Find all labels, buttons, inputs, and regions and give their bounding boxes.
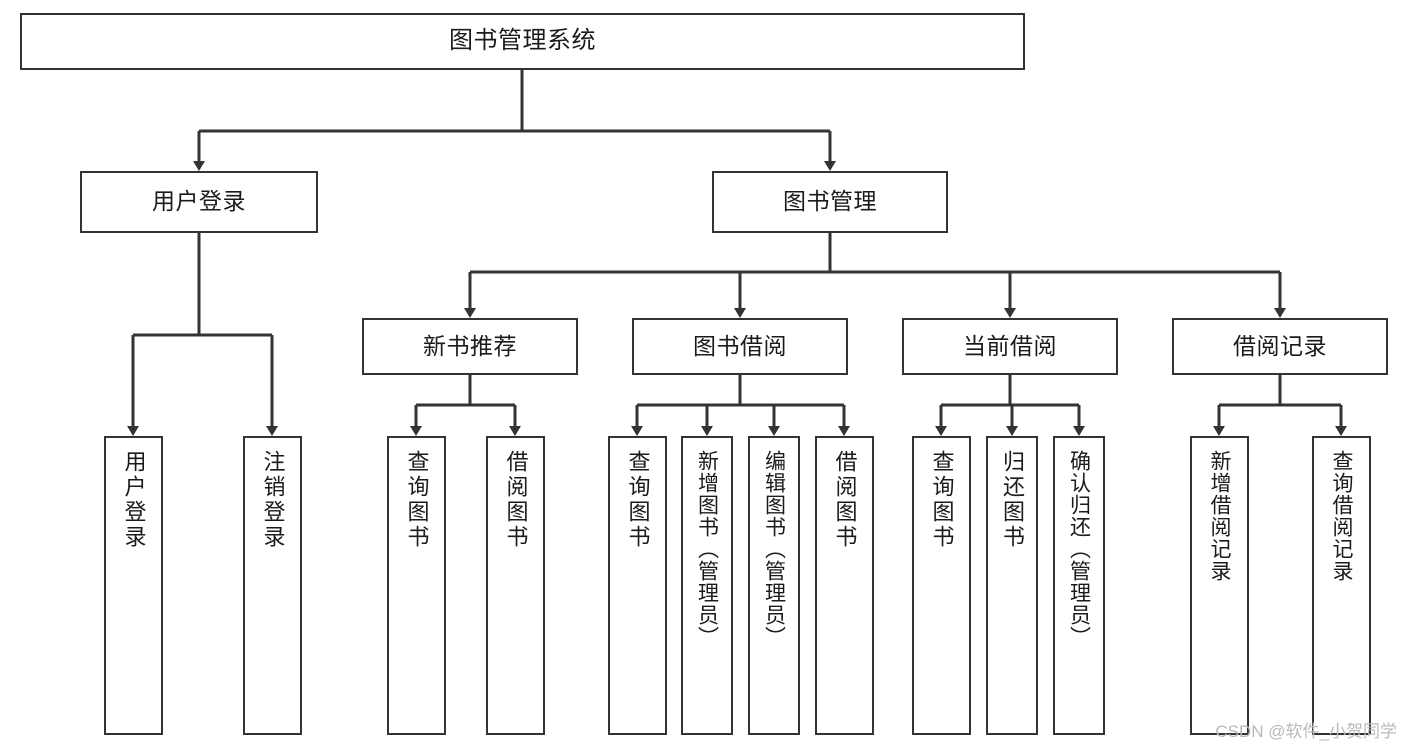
node-leaf-confirm-return-admin[interactable]: 确认归还（管理员）: [1053, 436, 1105, 735]
node-leaf-borrow-book[interactable]: 借阅图书: [815, 436, 874, 735]
node-label: 用户登录: [121, 450, 147, 550]
node-borrow-record[interactable]: 借阅记录: [1172, 318, 1388, 375]
node-leaf-add-book-admin[interactable]: 新增图书（管理员）: [681, 436, 733, 735]
node-label: 图书管理系统: [449, 27, 596, 55]
node-label: 借阅图书: [503, 450, 529, 550]
node-leaf-query-book-rec[interactable]: 查询图书: [387, 436, 446, 735]
node-label: 用户登录: [152, 188, 246, 215]
node-current-borrow[interactable]: 当前借阅: [902, 318, 1118, 375]
node-label: 注销登录: [260, 450, 286, 550]
node-leaf-user-login[interactable]: 用户登录: [104, 436, 163, 735]
node-label: 当前借阅: [963, 332, 1057, 359]
node-leaf-return-book[interactable]: 归还图书: [986, 436, 1038, 735]
node-leaf-add-borrow-record[interactable]: 新增借阅记录: [1190, 436, 1249, 735]
node-label: 查询图书: [404, 450, 430, 550]
node-book-borrow[interactable]: 图书借阅: [632, 318, 848, 375]
node-root-system[interactable]: 图书管理系统: [20, 13, 1025, 70]
node-label: 查询图书: [625, 450, 651, 550]
node-label: 借阅记录: [1233, 332, 1327, 359]
node-user-login[interactable]: 用户登录: [80, 171, 318, 233]
node-leaf-query-borrow-record[interactable]: 查询借阅记录: [1312, 436, 1371, 735]
node-leaf-logout[interactable]: 注销登录: [243, 436, 302, 735]
node-label: 归还图书: [1000, 450, 1025, 550]
node-new-book-recommend[interactable]: 新书推荐: [362, 318, 578, 375]
node-label: 确认归还（管理员）: [1067, 450, 1091, 648]
node-label: 查询借阅记录: [1330, 450, 1353, 582]
node-leaf-query-book-current[interactable]: 查询图书: [912, 436, 971, 735]
node-leaf-query-book-borrow[interactable]: 查询图书: [608, 436, 667, 735]
node-book-manage[interactable]: 图书管理: [712, 171, 948, 233]
node-label: 图书管理: [783, 188, 877, 215]
node-leaf-borrow-book-rec[interactable]: 借阅图书: [486, 436, 545, 735]
node-label: 新增图书（管理员）: [695, 450, 719, 648]
node-leaf-edit-book-admin[interactable]: 编辑图书（管理员）: [748, 436, 800, 735]
watermark-text: CSDN @软件_小贺同学: [1215, 722, 1397, 741]
node-label: 借阅图书: [832, 450, 858, 550]
node-label: 新书推荐: [423, 332, 517, 359]
node-label: 查询图书: [929, 450, 955, 550]
node-label: 新增借阅记录: [1208, 450, 1231, 582]
node-label: 编辑图书（管理员）: [762, 450, 786, 648]
node-label: 图书借阅: [693, 332, 787, 359]
